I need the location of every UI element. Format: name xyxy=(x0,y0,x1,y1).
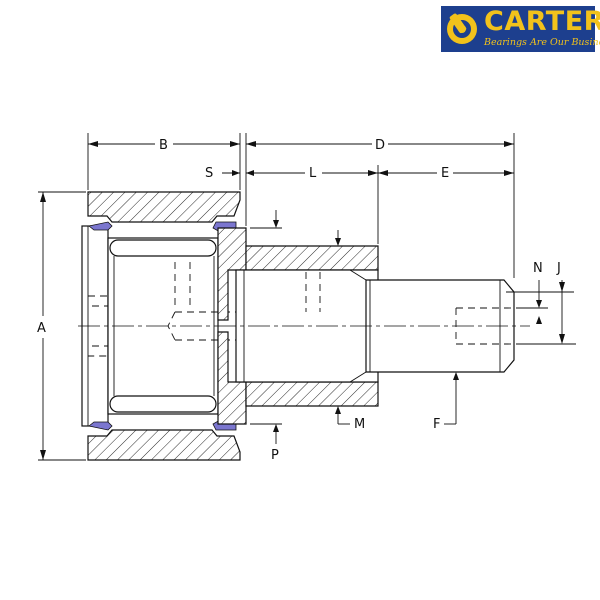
needle-roller-bottom xyxy=(109,395,217,413)
dim-label-b: B xyxy=(159,138,168,153)
logo-brand-name: CARTER xyxy=(484,6,600,37)
dim-label-l: L xyxy=(309,166,317,181)
flange-top xyxy=(217,227,247,321)
seal-left-bottom xyxy=(88,421,113,431)
flange-bottom xyxy=(217,331,247,425)
outer-ring-top xyxy=(87,191,241,223)
stud-sleeve-top xyxy=(245,245,379,271)
dim-label-e: E xyxy=(441,166,449,181)
dim-label-s: S xyxy=(205,166,213,181)
outer-ring-bottom xyxy=(87,429,241,461)
stud-sleeve-bottom xyxy=(245,381,379,407)
dim-label-a: A xyxy=(37,321,46,336)
logo-tagline: Bearings Are Our Business xyxy=(484,37,600,48)
dim-label-p: P xyxy=(271,448,279,463)
seal-left-top xyxy=(88,221,113,231)
dim-label-n: N xyxy=(533,261,543,276)
dim-label-d: D xyxy=(375,138,385,153)
needle-roller-top xyxy=(109,239,217,257)
dim-label-j: J xyxy=(556,261,561,276)
dim-label-f: F xyxy=(433,417,440,432)
dim-label-m: M xyxy=(354,417,365,432)
bearing-wrench-icon xyxy=(447,13,477,44)
